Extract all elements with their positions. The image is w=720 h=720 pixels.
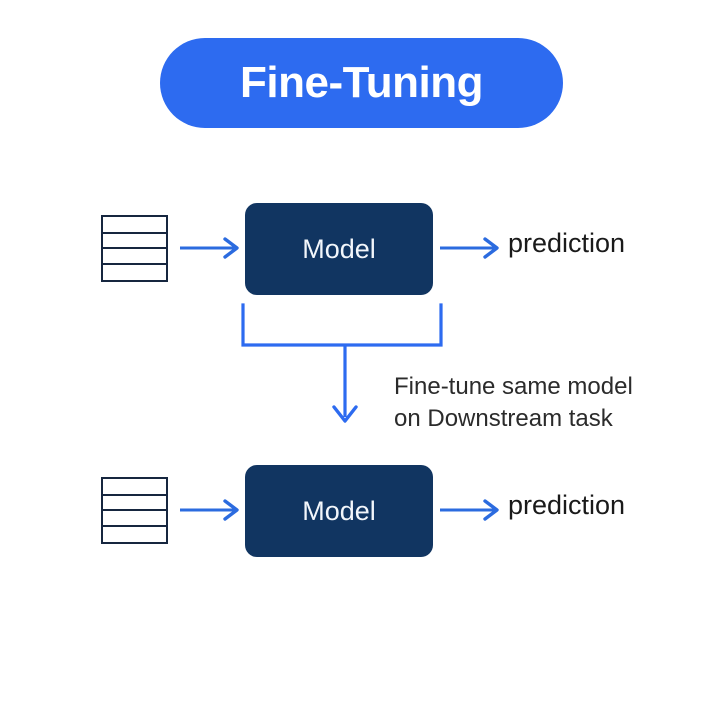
model-box: Model — [245, 203, 433, 295]
table-data-icon — [101, 215, 168, 282]
pipeline-row-finetuning: Model prediction — [0, 455, 720, 575]
table-row-divider — [103, 262, 166, 265]
model-box: Model — [245, 465, 433, 557]
prediction-label: prediction — [508, 228, 626, 258]
table-row-divider — [103, 247, 166, 250]
model-box-label: Model — [302, 495, 376, 526]
arrow-model-to-prediction-icon — [440, 236, 502, 260]
table-row-divider — [103, 231, 166, 234]
prediction-label: prediction — [508, 490, 626, 520]
table-row-divider — [103, 493, 166, 496]
arrow-data-to-model-icon — [180, 498, 242, 522]
arrow-model-to-prediction-icon — [440, 498, 502, 522]
model-box-label: Model — [302, 233, 376, 264]
page-title: Fine-Tuning — [240, 58, 483, 107]
table-data-icon — [101, 477, 168, 544]
title-pill: Fine-Tuning — [160, 38, 563, 128]
annotation-line-1: Fine-tune same model — [394, 373, 633, 400]
table-row-divider — [103, 509, 166, 512]
fine-tune-annotation: Fine-tune same model on Downstream task — [394, 371, 694, 436]
table-row-divider — [103, 524, 166, 527]
annotation-line-2: on Downstream task — [394, 405, 613, 433]
pipeline-row-pretraining: Model prediction — [0, 193, 720, 313]
arrow-data-to-model-icon — [180, 236, 242, 260]
fine-tune-bracket — [236, 297, 448, 432]
